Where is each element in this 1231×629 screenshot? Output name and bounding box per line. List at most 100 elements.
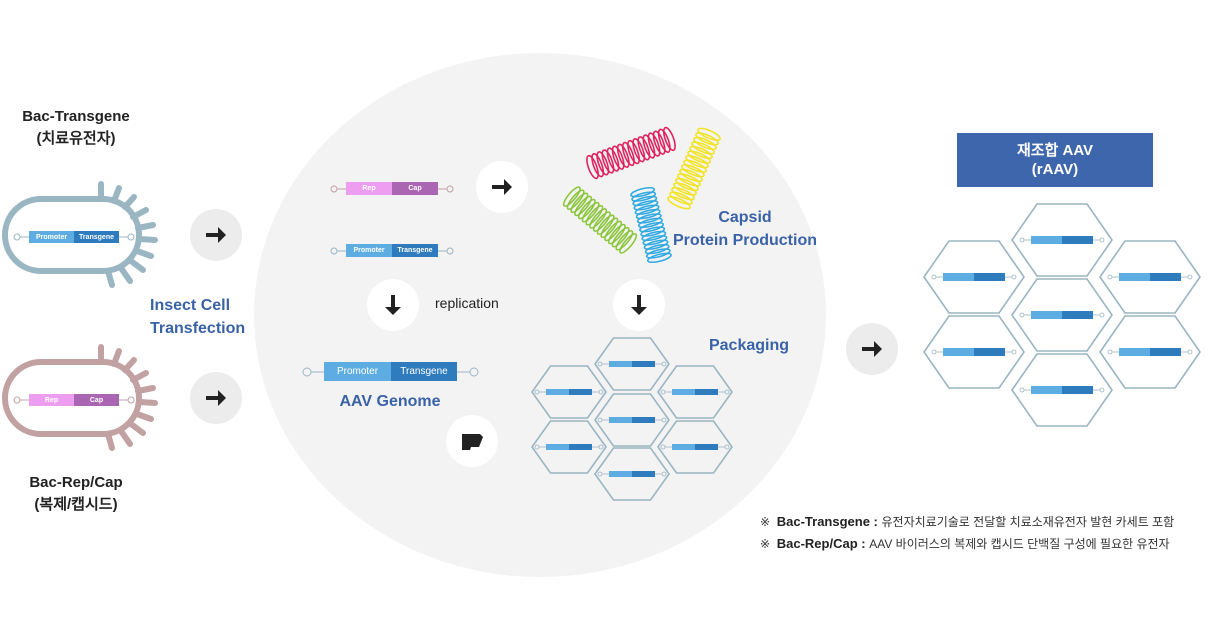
promoter-segment (1031, 236, 1062, 244)
raav-title-line1: 재조합 AAV (1016, 142, 1094, 159)
arrow-button-capsid (476, 161, 528, 213)
capsid-hexagon (1099, 315, 1201, 389)
transgene-cassette-center: Promoter Transgene (330, 244, 454, 257)
itr-right-icon (438, 185, 454, 192)
promoter-segment: Promoter (324, 362, 391, 381)
bac-transgene-cell (2, 181, 158, 288)
repcap-cassette-center: Rep Cap (330, 182, 454, 195)
capsid-line2: Protein Production (673, 232, 817, 249)
promoter-segment (672, 444, 695, 450)
note-description: 유전자치료기술로 전달할 치료소재유전자 발현 카세트 포함 (881, 515, 1175, 529)
transgene-segment (1062, 311, 1093, 319)
arrow-button-capsid-down (613, 279, 665, 331)
capsid-hexagon (1011, 203, 1113, 277)
transgene-segment (1150, 348, 1181, 356)
capsid-hexagon (531, 365, 607, 419)
promoter-segment (943, 273, 974, 281)
rep-segment: Rep (346, 182, 392, 195)
capsid-hexagon (657, 420, 733, 474)
raav-title-box: 재조합 AAV (rAAV) (957, 133, 1153, 187)
helix-green (562, 186, 638, 254)
capsid-hexagon (594, 393, 670, 447)
bac-repcap-subtitle: (복제/캡시드) (34, 496, 118, 513)
transgene-segment (695, 389, 718, 395)
itr-left-icon (330, 247, 346, 254)
replication-label: replication (435, 295, 499, 311)
raav-hex-cluster (923, 203, 1201, 427)
arrow-button-repcap (190, 372, 242, 424)
transfection-line2: Transfection (150, 320, 246, 337)
capsid-hexagon (1011, 278, 1113, 352)
arrow-button-raav (846, 323, 898, 375)
itr-left-icon (13, 396, 29, 404)
transfection-line1: Insect Cell (150, 297, 231, 314)
rep-segment: Rep (29, 394, 74, 406)
helix-yellow (667, 127, 721, 210)
capsid-protein-helices (562, 126, 721, 264)
promoter-segment (1031, 386, 1062, 394)
capsid-line1: Capsid (718, 209, 772, 226)
promoter-segment (1119, 273, 1150, 281)
capsid-hexagon (594, 337, 670, 391)
arrow-button-transgene (190, 209, 242, 261)
arrow-button-replication (367, 279, 419, 331)
itr-left-icon (330, 185, 346, 192)
promoter-segment (1031, 311, 1062, 319)
packaging-label: Packaging (708, 337, 790, 354)
bac-repcap-label: Bac-Rep/Cap (복제/캡시드) (0, 472, 152, 516)
transgene-segment: Transgene (391, 362, 457, 381)
promoter-segment (943, 348, 974, 356)
arrow-down-icon (631, 295, 647, 315)
arrow-right-icon (206, 390, 226, 406)
capsid-hexagon (923, 240, 1025, 314)
transgene-segment (1062, 386, 1093, 394)
itr-right-icon (457, 367, 479, 376)
itr-right-icon (119, 233, 135, 241)
bac-transgene-label: Bac-Transgene (치료유전자) (0, 106, 152, 150)
cap-segment: Cap (392, 182, 438, 195)
transgene-segment (1062, 236, 1093, 244)
capsid-hexagon (1099, 240, 1201, 314)
arrow-down-icon (385, 295, 401, 315)
promoter-segment (1119, 348, 1150, 356)
promoter-segment (546, 389, 569, 395)
cap-segment: Cap (74, 394, 119, 406)
promoter-segment (672, 389, 695, 395)
transgene-segment (569, 389, 592, 395)
aav-genome-cassette: Promoter Transgene (302, 362, 479, 381)
arrow-right-icon (206, 227, 226, 243)
transgene-segment (974, 348, 1005, 356)
note-term: Bac-Rep/Cap (776, 536, 858, 551)
itr-right-icon (119, 396, 135, 404)
process-background-circle (254, 53, 826, 577)
note-description: AAV 바이러스의 복제와 캡시드 단백질 구성에 필요한 유전자 (869, 537, 1170, 551)
bac-transgene-cassette: Promoter Transgene (13, 231, 135, 243)
bac-repcap-title: Bac-Rep/Cap (29, 474, 123, 491)
bac-transgene-subtitle: (치료유전자) (36, 130, 116, 147)
transgene-segment: Transgene (74, 231, 119, 243)
itr-left-icon (13, 233, 29, 241)
arrow-right-icon (492, 179, 512, 195)
promoter-segment (609, 417, 632, 423)
transgene-segment (569, 444, 592, 450)
packaging-hex-cluster (531, 337, 733, 501)
bac-repcap-cell (2, 344, 158, 451)
capsid-hexagon (531, 420, 607, 474)
helix-cyan (630, 186, 672, 264)
note-bac-repcap: ※ Bac-Rep/Cap : AAV 바이러스의 복제와 캡시드 단백질 구성… (760, 533, 1174, 555)
note-term: Bac-Transgene (776, 514, 870, 529)
transgene-segment (974, 273, 1005, 281)
transgene-segment (695, 444, 718, 450)
note-separator: : (857, 536, 870, 551)
promoter-segment (609, 361, 632, 367)
transgene-segment: Transgene (392, 244, 438, 257)
raav-title-line2: (rAAV) (1031, 161, 1079, 178)
note-symbol: ※ (760, 537, 771, 551)
notes: ※ Bac-Transgene : 유전자치료기술로 전달할 치료소재유전자 발… (760, 511, 1174, 555)
capsid-hexagon (657, 365, 733, 419)
arrow-right-icon (862, 341, 882, 357)
bac-transgene-title: Bac-Transgene (22, 108, 130, 125)
transgene-segment (1150, 273, 1181, 281)
promoter-segment: Promoter (29, 231, 74, 243)
promoter-segment (609, 471, 632, 477)
